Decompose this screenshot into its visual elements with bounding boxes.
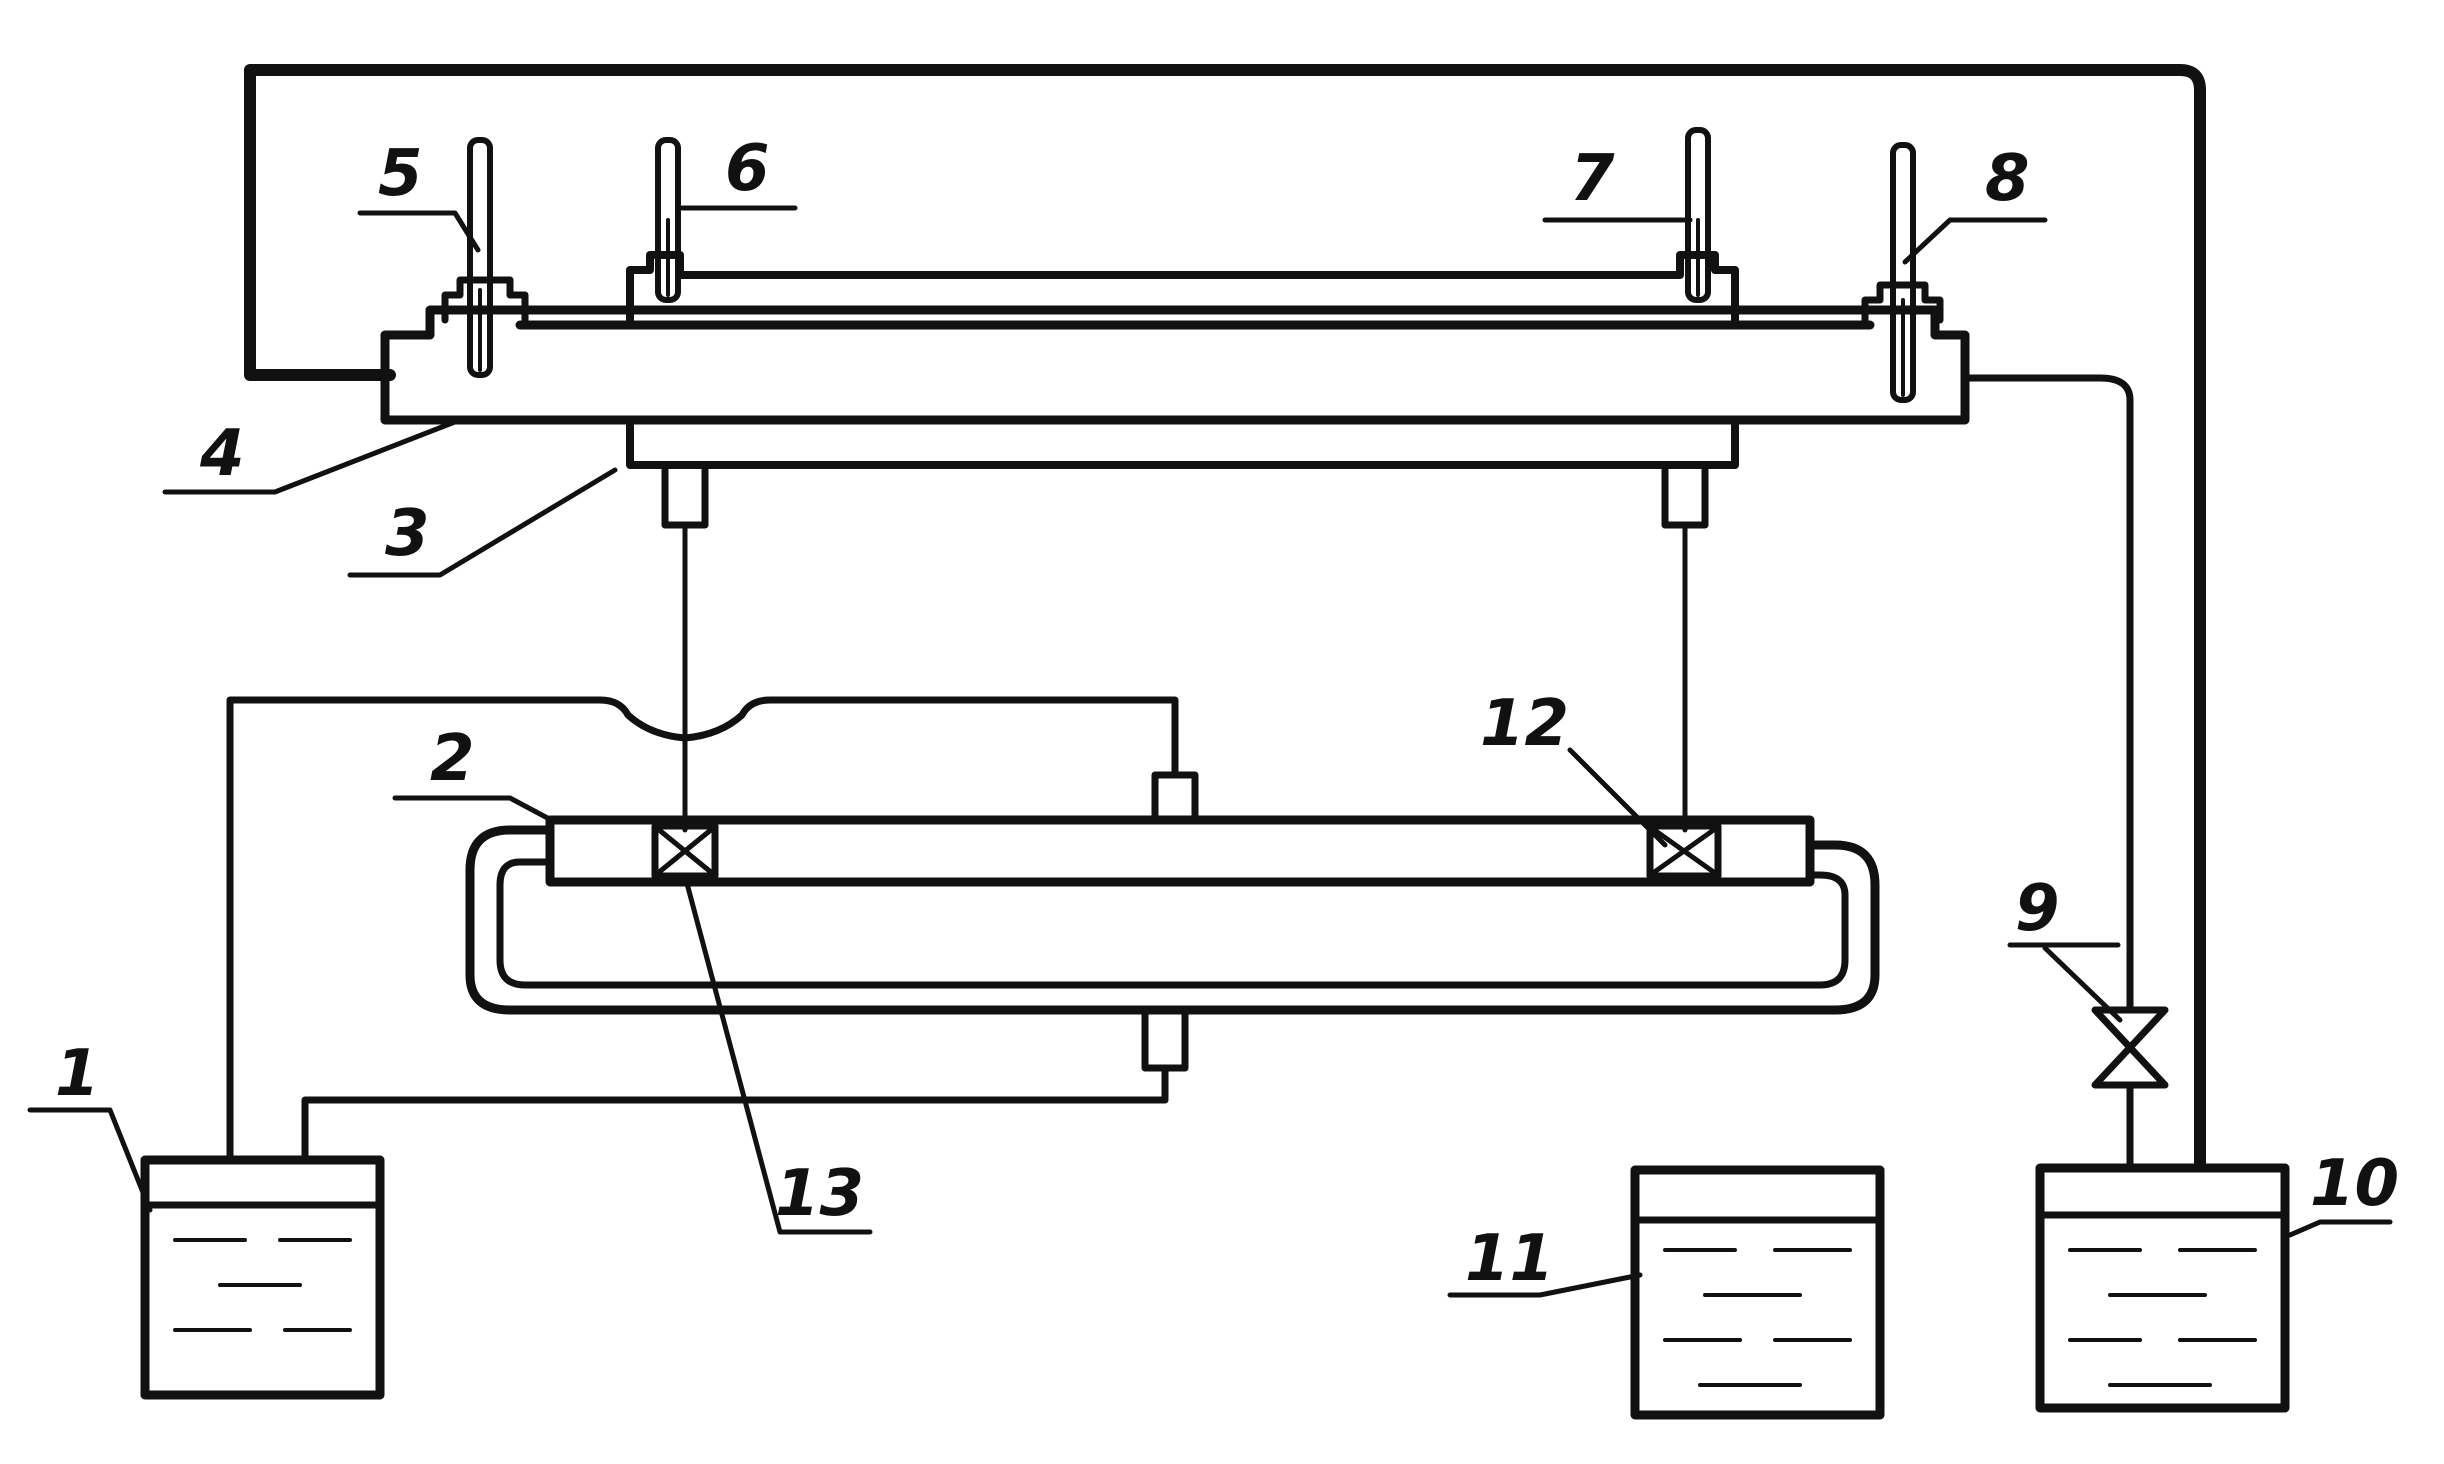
tank-1	[140, 1155, 385, 1400]
tank-10	[2035, 1163, 2290, 1413]
channel-2	[545, 815, 1815, 887]
label-4: 4	[199, 417, 245, 491]
leader-lines	[27, 205, 2393, 1298]
label-7: 7	[1570, 142, 1615, 216]
label-5: 5	[378, 137, 423, 211]
inner-tube-3-top	[626, 251, 1739, 324]
valve-9	[2091, 1006, 2169, 1089]
thermometer-8	[1890, 142, 1916, 403]
label-8: 8	[1985, 142, 2030, 216]
label-11: 11	[1465, 1222, 1554, 1296]
support-stub-right	[1661, 461, 1709, 529]
block-12	[1646, 822, 1722, 880]
tank-11	[1630, 1165, 1885, 1420]
jacket-inner	[496, 858, 1849, 989]
supply-pipe-top	[226, 696, 1179, 1164]
thermometer-6	[655, 137, 681, 303]
label-12: 12	[1480, 687, 1569, 761]
label-13: 13	[775, 1157, 864, 1231]
label-3: 3	[385, 497, 430, 571]
label-6: 6	[725, 132, 770, 206]
thermometer-5	[467, 137, 493, 378]
support-stub-left	[661, 461, 709, 529]
label-1: 1	[55, 1037, 100, 1111]
sensor-5-fitting	[441, 276, 529, 324]
label-10: 10	[2310, 1147, 2399, 1221]
outlet-pipe-to-valve	[1961, 374, 2134, 1014]
return-pipe-bottom	[301, 1064, 1169, 1164]
label-9: 9	[2015, 872, 2060, 946]
return-pipe-top	[244, 64, 2206, 1171]
sensor-8-fitting	[1861, 281, 1944, 324]
label-2: 2	[430, 722, 475, 796]
block-13	[651, 822, 719, 880]
thermometer-7	[1685, 127, 1711, 303]
top-fitting	[1151, 771, 1199, 824]
inner-tube-3-bottom	[626, 416, 1739, 469]
bottom-fitting	[1141, 1006, 1189, 1072]
